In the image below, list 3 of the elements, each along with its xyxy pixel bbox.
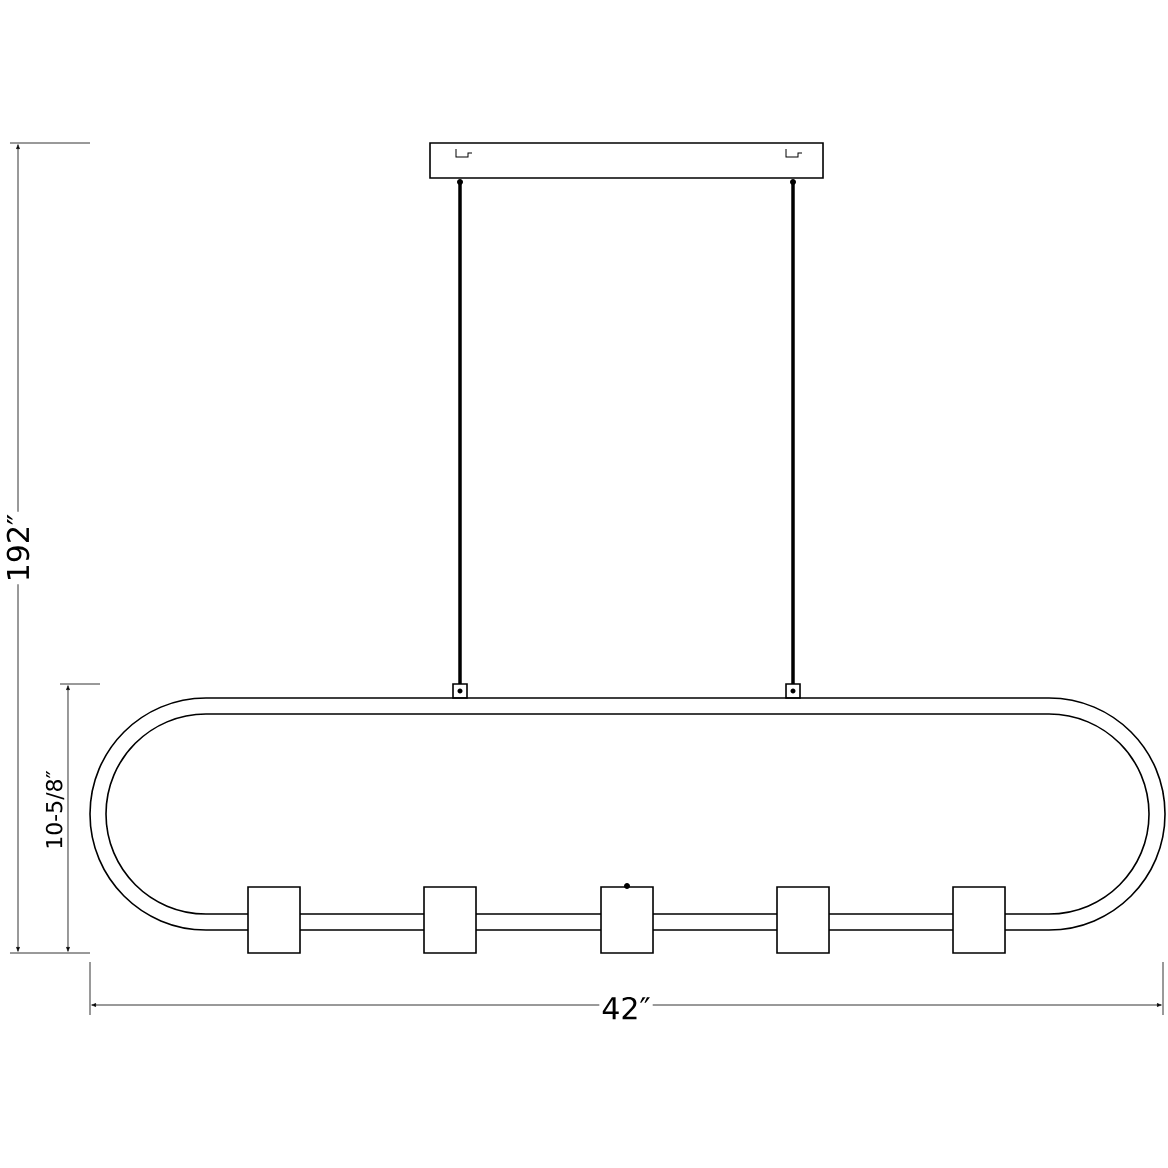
dimension-label: 10-5/8″ [43, 768, 67, 852]
dimension-label: 192″ [4, 511, 32, 585]
dimension-label: 42″ [599, 994, 653, 1022]
